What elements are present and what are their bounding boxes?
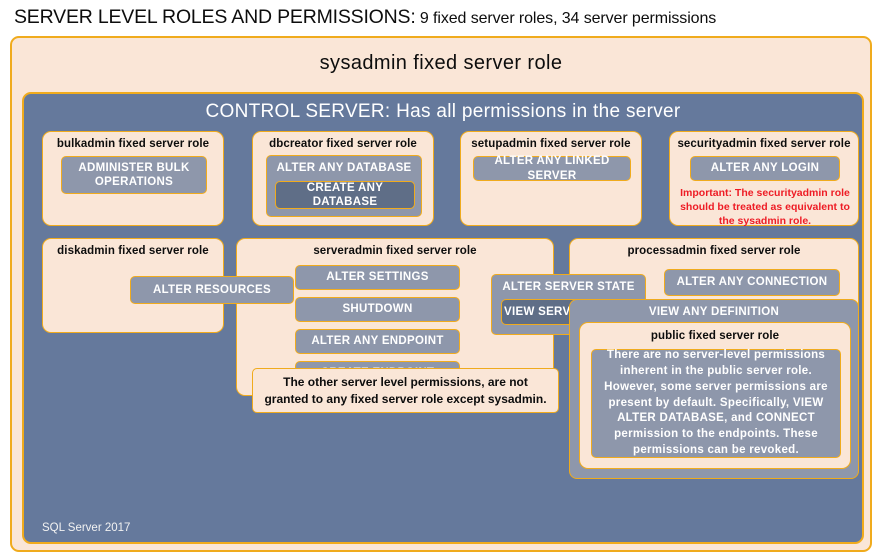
role-panel-dbcreator: dbcreator fixed server role ALTER ANY DA… — [252, 131, 434, 226]
page-title-sub: 9 fixed server roles, 34 server permissi… — [415, 10, 717, 27]
role-panel-securityadmin: securityadmin fixed server role ALTER AN… — [669, 131, 859, 228]
permission-shutdown[interactable]: SHUTDOWN — [295, 297, 460, 322]
permission-alter-any-endpoint[interactable]: ALTER ANY ENDPOINT — [295, 329, 460, 354]
permission-administer-bulk-operations[interactable]: ADMINISTER BULK OPERATIONS — [61, 156, 207, 194]
role-title-setupadmin: setupadmin fixed server role — [471, 138, 631, 150]
permission-alter-server-state-label: ALTER SERVER STATE — [502, 281, 635, 293]
permission-alter-any-database-label: ALTER ANY DATABASE — [276, 162, 412, 174]
role-title-diskadmin: diskadmin fixed server role — [57, 245, 209, 257]
role-title-public: public fixed server role — [650, 330, 780, 342]
permission-alter-any-database[interactable]: ALTER ANY DATABASE CREATE ANY DATABASE — [266, 155, 422, 217]
sysadmin-role-label: sysadmin fixed server role — [319, 52, 563, 74]
permission-alter-any-linked-server[interactable]: ALTER ANY LINKED SERVER — [473, 155, 631, 182]
public-role-description-text: There are no server-level permissions in… — [604, 349, 828, 457]
sysadmin-role-panel: sysadmin fixed server role CONTROL SERVE… — [10, 36, 872, 552]
permission-alter-resources[interactable]: ALTER RESOURCES — [130, 276, 294, 304]
note-other-permissions: The other server level permissions, are … — [252, 368, 559, 413]
permission-alter-any-connection[interactable]: ALTER ANY CONNECTION — [664, 269, 840, 296]
permission-view-any-definition[interactable]: VIEW ANY DEFINITION public fixed server … — [569, 299, 859, 479]
role-panel-setupadmin: setupadmin fixed server role ALTER ANY L… — [460, 131, 642, 226]
sql-server-version-label: SQL Server 2017 — [42, 522, 131, 534]
securityadmin-warning-text: Important: The securityadmin role should… — [680, 187, 850, 228]
permission-view-any-definition-label: VIEW ANY DEFINITION — [648, 306, 780, 318]
page-title: SERVER LEVEL ROLES AND PERMISSIONS: 9 fi… — [14, 6, 716, 29]
page-title-main: SERVER LEVEL ROLES AND PERMISSIONS: — [14, 6, 416, 28]
role-panel-public: public fixed server role There are no se… — [579, 322, 851, 469]
role-title-securityadmin: securityadmin fixed server role — [677, 138, 851, 150]
public-role-description-box: There are no server-level permissions in… — [591, 349, 841, 458]
permission-alter-any-login[interactable]: ALTER ANY LOGIN — [690, 156, 840, 181]
control-server-panel: CONTROL SERVER: Has all permissions in t… — [22, 92, 864, 544]
control-server-label: CONTROL SERVER: Has all permissions in t… — [205, 101, 681, 122]
permission-create-any-database[interactable]: CREATE ANY DATABASE — [275, 181, 415, 209]
permission-alter-settings[interactable]: ALTER SETTINGS — [295, 265, 460, 290]
role-title-dbcreator: dbcreator fixed server role — [269, 138, 417, 150]
role-title-processadmin: processadmin fixed server role — [627, 245, 801, 257]
role-panel-bulkadmin: bulkadmin fixed server role ADMINISTER B… — [42, 131, 224, 226]
role-title-bulkadmin: bulkadmin fixed server role — [56, 138, 210, 150]
role-title-serveradmin: serveradmin fixed server role — [313, 245, 477, 257]
